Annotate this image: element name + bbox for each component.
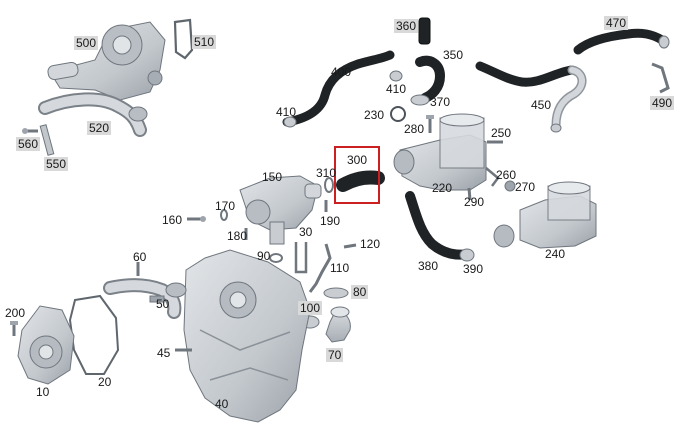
label-490: 490 [650,96,675,110]
part-150-thermostat [239,175,322,245]
highlight-frame-300 [334,146,380,204]
label-410a: 410 [276,105,297,119]
label-220: 220 [432,181,453,195]
label-520: 520 [87,121,112,135]
label-40: 40 [215,397,229,411]
part-200-bolt [10,321,18,336]
label-250: 250 [491,126,512,140]
part-40-cover [183,249,311,423]
label-260: 260 [496,168,517,182]
label-180: 180 [227,229,248,243]
label-100: 100 [298,301,323,315]
label-45: 45 [157,346,171,360]
part-80-clamp [323,287,349,299]
label-170: 170 [215,199,236,213]
part-120-bolt [343,243,357,249]
label-500: 500 [74,36,99,50]
label-310: 310 [316,166,337,180]
label-10: 10 [36,385,50,399]
part-370-clamp [410,94,430,106]
label-550: 550 [44,157,69,171]
label-270: 270 [515,180,536,194]
part-390-clamp [459,248,475,262]
part-550-bracket [39,124,55,156]
part-50-pipe [103,278,187,319]
label-120: 120 [360,237,381,251]
part-90-ring [269,253,283,263]
label-190: 190 [320,214,341,228]
label-390: 390 [463,262,484,276]
part-510-gasket [173,18,194,60]
part-280-bolt [426,115,434,133]
label-160: 160 [162,213,183,227]
label-200: 200 [5,306,26,320]
label-230: 230 [364,108,385,122]
part-290-bolt [467,187,472,201]
label-50: 50 [156,297,170,311]
label-560: 560 [16,137,41,151]
part-20-gasket [68,294,120,375]
part-410a-clamp [283,116,297,128]
part-300-hose [336,170,385,192]
label-70: 70 [326,348,344,362]
part-170-seal [220,209,228,221]
part-490-bracket [651,62,670,94]
label-240: 240 [545,247,566,261]
label-510: 510 [192,35,217,49]
part-260-clip [485,167,500,187]
part-450-pipe-assembly [475,61,587,133]
label-370: 370 [430,95,451,109]
part-380-hose [405,191,473,260]
part-160-bolt [187,216,206,222]
part-350-hose [415,55,446,103]
part-400-hose [282,50,395,127]
part-10-water-pump [17,305,75,385]
label-60: 60 [133,250,147,264]
label-110: 110 [330,261,350,275]
part-470-hose [573,28,670,55]
part-560-bolt [22,128,38,134]
part-270-sensor [504,180,516,192]
part-30-clip [294,242,308,274]
label-90: 90 [257,249,271,263]
part-360-hose [418,17,431,45]
label-450: 450 [531,98,552,112]
part-70-elbow [325,306,351,343]
label-360: 360 [394,19,419,33]
label-80: 80 [351,285,369,299]
part-310-ring [324,177,334,193]
label-20: 20 [98,375,112,389]
part-520-coolant-pipe [38,92,148,137]
part-110-pipe [308,243,332,293]
part-500-water-pump [47,21,166,101]
label-280: 280 [404,122,425,136]
label-150: 150 [262,170,283,184]
label-400: 400 [331,65,352,79]
part-410b-clamp [389,70,403,82]
label-350: 350 [443,48,464,62]
label-290: 290 [464,195,485,209]
label-410b: 410 [386,82,407,96]
part-240-housing [493,181,597,249]
label-470: 470 [604,16,629,30]
label-380: 380 [418,259,439,273]
part-220-housing [393,113,487,191]
label-30: 30 [299,225,313,239]
label-300: 300 [347,153,368,167]
part-230-seal-ring [390,106,406,122]
